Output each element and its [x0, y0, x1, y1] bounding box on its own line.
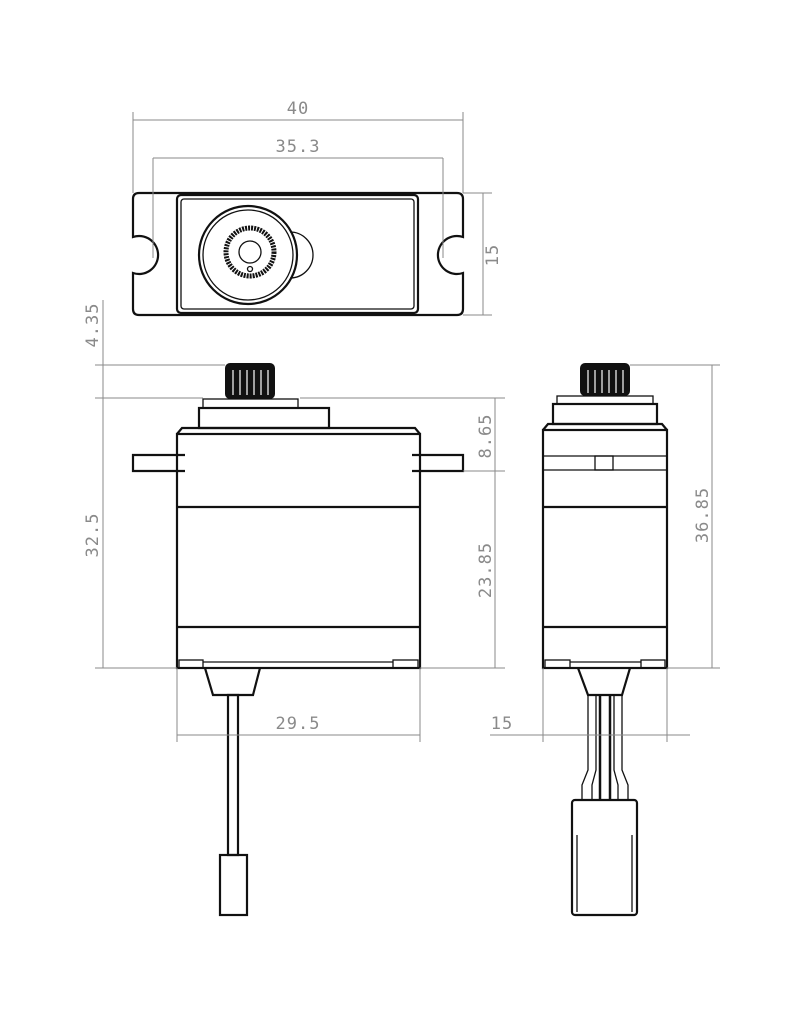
case-body	[175, 432, 422, 670]
output-spline	[225, 363, 275, 399]
top-view	[131, 158, 465, 317]
cable-wires	[581, 695, 629, 800]
output-gear-housing-inner	[202, 209, 294, 301]
foot-right	[640, 659, 666, 669]
dimension-label-15-depth: 15	[483, 244, 503, 266]
gear-boss	[289, 231, 314, 279]
spline-hub	[238, 240, 262, 264]
foot-left	[178, 659, 204, 669]
side-view	[541, 363, 669, 917]
dimension-label-8-65: 8.65	[476, 414, 496, 459]
dimension-label-35-3: 35.3	[276, 137, 321, 157]
dimension-label-40: 40	[287, 99, 309, 119]
foot-left	[544, 659, 571, 669]
dimension-label-15-side: 15	[491, 714, 513, 734]
flange-tab	[594, 455, 614, 471]
front-view	[131, 363, 465, 917]
mount-flange-left	[131, 453, 185, 473]
spline-teeth	[587, 370, 624, 393]
cable-grommet	[576, 667, 632, 697]
cable-grommet	[203, 667, 262, 697]
output-gear-housing	[197, 204, 299, 306]
mounting-plate	[131, 191, 465, 317]
connector	[570, 798, 639, 917]
case-body	[541, 428, 669, 670]
front-view-dimensions: 4.35 32.5 8.65 23.85 29.5	[83, 300, 505, 742]
case-outline	[175, 193, 420, 315]
output-spline	[580, 363, 630, 396]
gear-cap-top	[556, 395, 654, 405]
dimension-label-4-35: 4.35	[83, 303, 103, 348]
foot-right	[392, 659, 419, 669]
gear-cap	[551, 402, 659, 426]
index-mark	[246, 265, 254, 273]
dimension-label-32-5: 32.5	[83, 513, 103, 558]
case-top-lip	[542, 422, 668, 431]
case-inner-outline	[180, 198, 415, 310]
gear-cap	[197, 406, 331, 430]
mount-flange-right	[412, 453, 465, 473]
dimension-label-36-85: 36.85	[693, 487, 713, 543]
connector	[218, 853, 249, 917]
spline-teeth	[232, 370, 269, 395]
gear-cap-top	[202, 398, 299, 409]
case-top-lip	[176, 426, 421, 435]
top-view-dimensions: 40 35.3 15	[132, 99, 503, 316]
dimension-label-23-85: 23.85	[476, 542, 496, 598]
cable	[226, 693, 240, 857]
dimension-label-29-5: 29.5	[276, 714, 321, 734]
side-view-dimensions: 36.85 15	[490, 364, 720, 742]
output-spline	[223, 225, 277, 279]
